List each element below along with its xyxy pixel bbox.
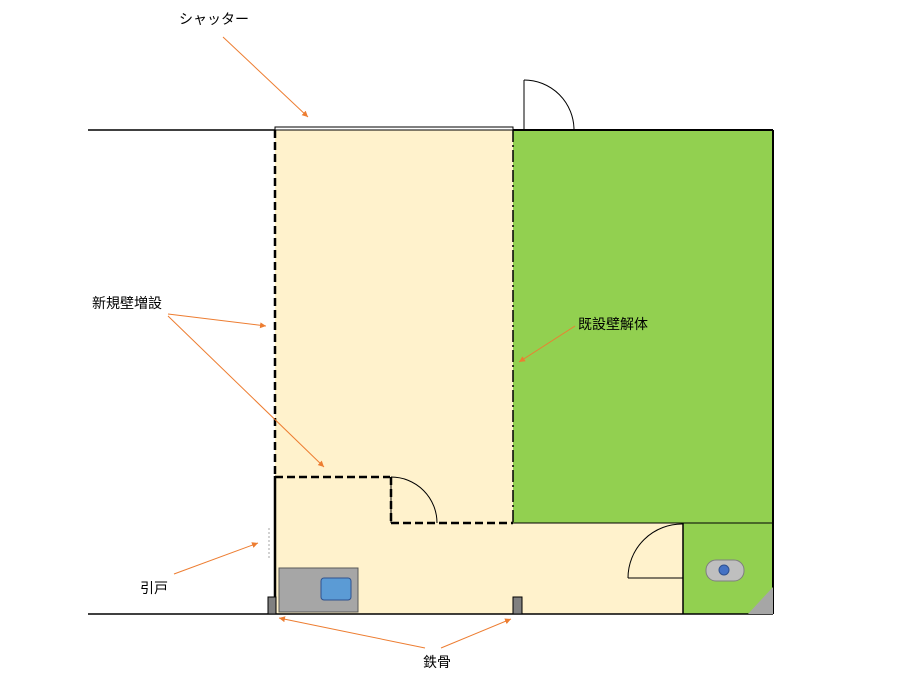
shutter: [274, 126, 514, 131]
arrow-new-wall-1: [167, 313, 267, 329]
toilet-icon: [705, 559, 773, 614]
arrow-sliding-door: [173, 542, 259, 575]
door-toilet: [627, 523, 684, 579]
steel-column-middle: [512, 596, 523, 615]
kitchen-sink-icon: [278, 567, 359, 613]
label-sliding-door: 引戸: [140, 581, 168, 597]
existing-room-area: [513, 130, 773, 523]
label-shutter: シャッター: [179, 12, 249, 28]
door-inner: [390, 476, 438, 524]
arrow-new-wall-2: [167, 315, 325, 468]
arrow-steel-left: [278, 616, 426, 649]
arrow-demolish-wall: [518, 325, 576, 363]
arrow-steel-right: [440, 618, 512, 649]
new-room-lower-area: [513, 523, 683, 614]
label-demolish-wall: 既設壁解体: [578, 317, 648, 333]
label-new-wall: 新規壁増設: [92, 296, 162, 312]
arrow-shutter: [222, 36, 309, 118]
door-top: [523, 79, 575, 131]
new-room-area: [275, 129, 513, 614]
steel-column-left: [267, 596, 277, 615]
label-steel-frame: 鉄骨: [423, 655, 451, 671]
